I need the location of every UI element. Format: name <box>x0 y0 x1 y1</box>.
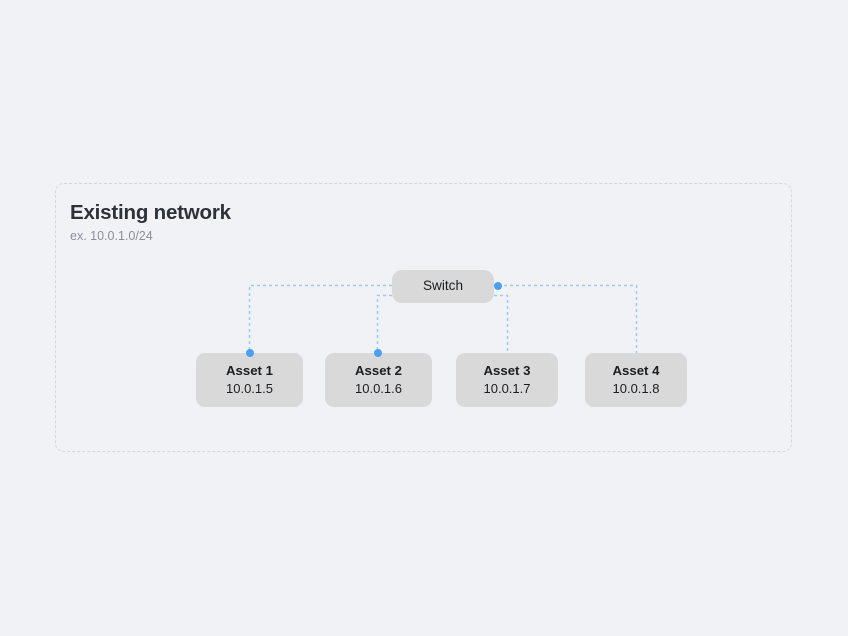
asset-1-top-handle[interactable] <box>245 349 254 357</box>
group-title: Existing network <box>70 201 231 224</box>
node-asset-4[interactable]: Asset 4 10.0.1.8 <box>585 353 687 407</box>
node-asset-4-ip: 10.0.1.8 <box>612 381 660 397</box>
node-asset-1-ip: 10.0.1.5 <box>226 381 273 397</box>
node-asset-1-label: Asset 1 <box>226 363 273 379</box>
group-subtitle: ex. 10.0.1.0/24 <box>70 229 153 243</box>
switch-right-handle[interactable] <box>494 281 502 290</box>
node-asset-4-label: Asset 4 <box>612 363 660 379</box>
node-asset-3-ip: 10.0.1.7 <box>483 381 531 397</box>
node-asset-2-label: Asset 2 <box>355 363 402 379</box>
node-switch-label: Switch <box>422 278 464 294</box>
existing-network-group[interactable] <box>55 183 792 452</box>
node-asset-1[interactable]: Asset 1 10.0.1.5 <box>196 353 303 407</box>
node-asset-3-label: Asset 3 <box>483 363 531 379</box>
node-asset-3[interactable]: Asset 3 10.0.1.7 <box>456 353 558 407</box>
node-asset-2-ip: 10.0.1.6 <box>355 381 402 397</box>
asset-2-top-handle[interactable] <box>373 349 382 357</box>
node-asset-2[interactable]: Asset 2 10.0.1.6 <box>325 353 432 407</box>
node-switch[interactable]: Switch <box>392 270 494 303</box>
